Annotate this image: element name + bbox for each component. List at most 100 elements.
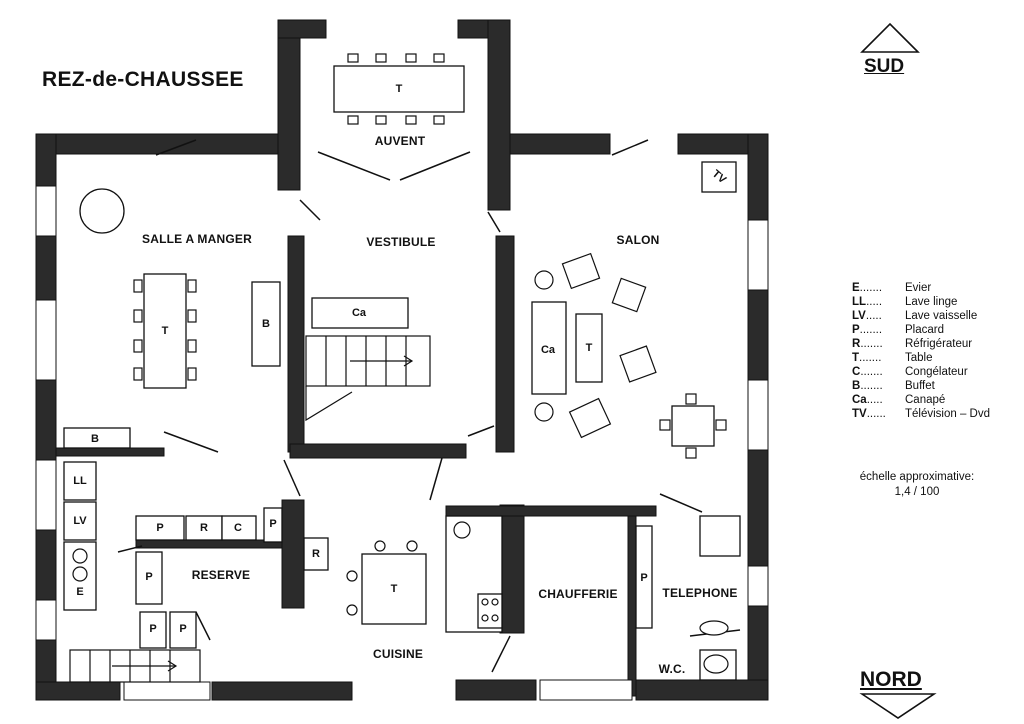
fixture-label-lave-linge: LL — [73, 475, 87, 487]
fixture-label-table: T — [395, 83, 403, 95]
legend-code: E — [852, 282, 860, 294]
legend-row: TV...... Télévision – Dvd — [852, 407, 990, 421]
wall — [211, 681, 353, 701]
legend-dots: ..... — [866, 394, 883, 406]
wall — [281, 499, 305, 609]
wall — [35, 133, 279, 155]
south-arrow-icon — [859, 693, 937, 719]
room-label-telephone: TELEPHONE — [662, 586, 738, 600]
scale-note: échelle approximative: 1,4 / 100 — [852, 470, 982, 500]
window — [747, 379, 769, 451]
wall — [455, 679, 537, 701]
fixture-label-placard: P — [179, 623, 187, 635]
wall — [35, 681, 121, 701]
window — [35, 459, 57, 531]
legend-dots: ...... — [866, 408, 886, 420]
legend-label: Evier — [905, 282, 932, 294]
fixture-label-refrigerateur: R — [200, 522, 208, 534]
room-label-chaufferie: CHAUFFERIE — [538, 587, 618, 601]
desk — [699, 515, 741, 557]
legend-dots: ..... — [865, 310, 882, 322]
cupboard — [169, 611, 197, 649]
cupboard — [635, 525, 653, 629]
legend-dots: ....... — [860, 366, 883, 378]
legend-label: Congélateur — [905, 366, 968, 378]
wall — [287, 235, 305, 453]
window — [539, 679, 633, 701]
legend-code: P — [852, 324, 860, 336]
wall — [635, 679, 769, 701]
wall — [135, 539, 283, 549]
wall — [509, 133, 611, 155]
wall — [277, 19, 327, 39]
fixture-label-table: T — [390, 583, 398, 595]
legend-row: C....... Congélateur — [852, 365, 990, 379]
legend-label: Placard — [905, 324, 944, 336]
buffet — [63, 427, 131, 449]
legend-label: Buffet — [905, 380, 935, 392]
wall — [55, 447, 165, 457]
legend-label: Lave linge — [905, 296, 958, 308]
fixture-label-placard: P — [156, 522, 164, 534]
window — [35, 299, 57, 381]
legend-code: Ca — [852, 394, 867, 406]
legend-dots: ....... — [859, 352, 882, 364]
window — [747, 219, 769, 291]
legend-label: Réfrigérateur — [905, 338, 973, 350]
buffet — [251, 281, 281, 367]
legend-row: B....... Buffet — [852, 379, 990, 393]
staircase — [69, 649, 201, 683]
legend-code: B — [852, 380, 861, 392]
cupboard — [263, 507, 283, 543]
legend-label: Télévision – Dvd — [905, 408, 991, 420]
window — [123, 681, 211, 701]
north-arrow-icon — [860, 22, 920, 53]
legend-row: R.......Réfrigérateur — [852, 337, 990, 351]
room-label-salon: SALON — [616, 233, 660, 247]
legend-row: LL..... Lave linge — [852, 295, 990, 309]
room-label-wc: W.C. — [658, 662, 686, 676]
legend-code: C — [852, 366, 861, 378]
legend-code: LL — [852, 296, 867, 308]
room-label-auvent: AUVENT — [374, 134, 426, 148]
wall — [495, 235, 515, 453]
room-label-salle-a-manger: SALLE A MANGER — [142, 232, 252, 246]
plan-title: REZ-de-CHAUSSEE — [42, 68, 244, 91]
cupboard — [139, 611, 167, 649]
scale-caption: échelle approximative: — [859, 471, 975, 483]
fixture-label-lave-vaisselle: LV — [73, 515, 87, 527]
legend-row: E.......Evier — [852, 281, 990, 295]
legend-code: LV — [852, 310, 866, 322]
fixture-label-placard: P — [269, 518, 277, 530]
legend-dots: ....... — [860, 380, 883, 392]
window — [35, 185, 57, 237]
table — [333, 65, 465, 113]
compass-south-label: SUD — [864, 56, 905, 77]
fixture-label-buffet: B — [262, 318, 270, 330]
legend-code: R — [852, 338, 861, 350]
legend-dots: ..... — [866, 296, 883, 308]
legend-row: P....... Placard — [852, 323, 990, 337]
canape — [531, 301, 567, 395]
fixture-label-placard: P — [145, 571, 153, 583]
window — [35, 599, 57, 641]
wall — [277, 19, 301, 191]
fridge — [303, 537, 329, 571]
scale-value: 1,4 / 100 — [894, 486, 940, 498]
table — [361, 553, 427, 625]
fixture-label-placard: P — [149, 623, 157, 635]
legend-code: T — [852, 352, 860, 364]
legend-code: TV — [852, 408, 867, 420]
fixture-label-evier: E — [76, 586, 84, 598]
appliance — [63, 501, 97, 541]
wall — [289, 443, 467, 459]
room-label-reserve: RESERVE — [191, 568, 251, 582]
wall — [627, 515, 637, 697]
legend-label: Table — [905, 352, 933, 364]
room-label-cuisine: CUISINE — [372, 647, 424, 661]
compass-north-label: NORD — [860, 668, 922, 691]
legend-row: Ca.....Canapé — [852, 393, 990, 407]
legend-dots: ....... — [859, 324, 883, 336]
